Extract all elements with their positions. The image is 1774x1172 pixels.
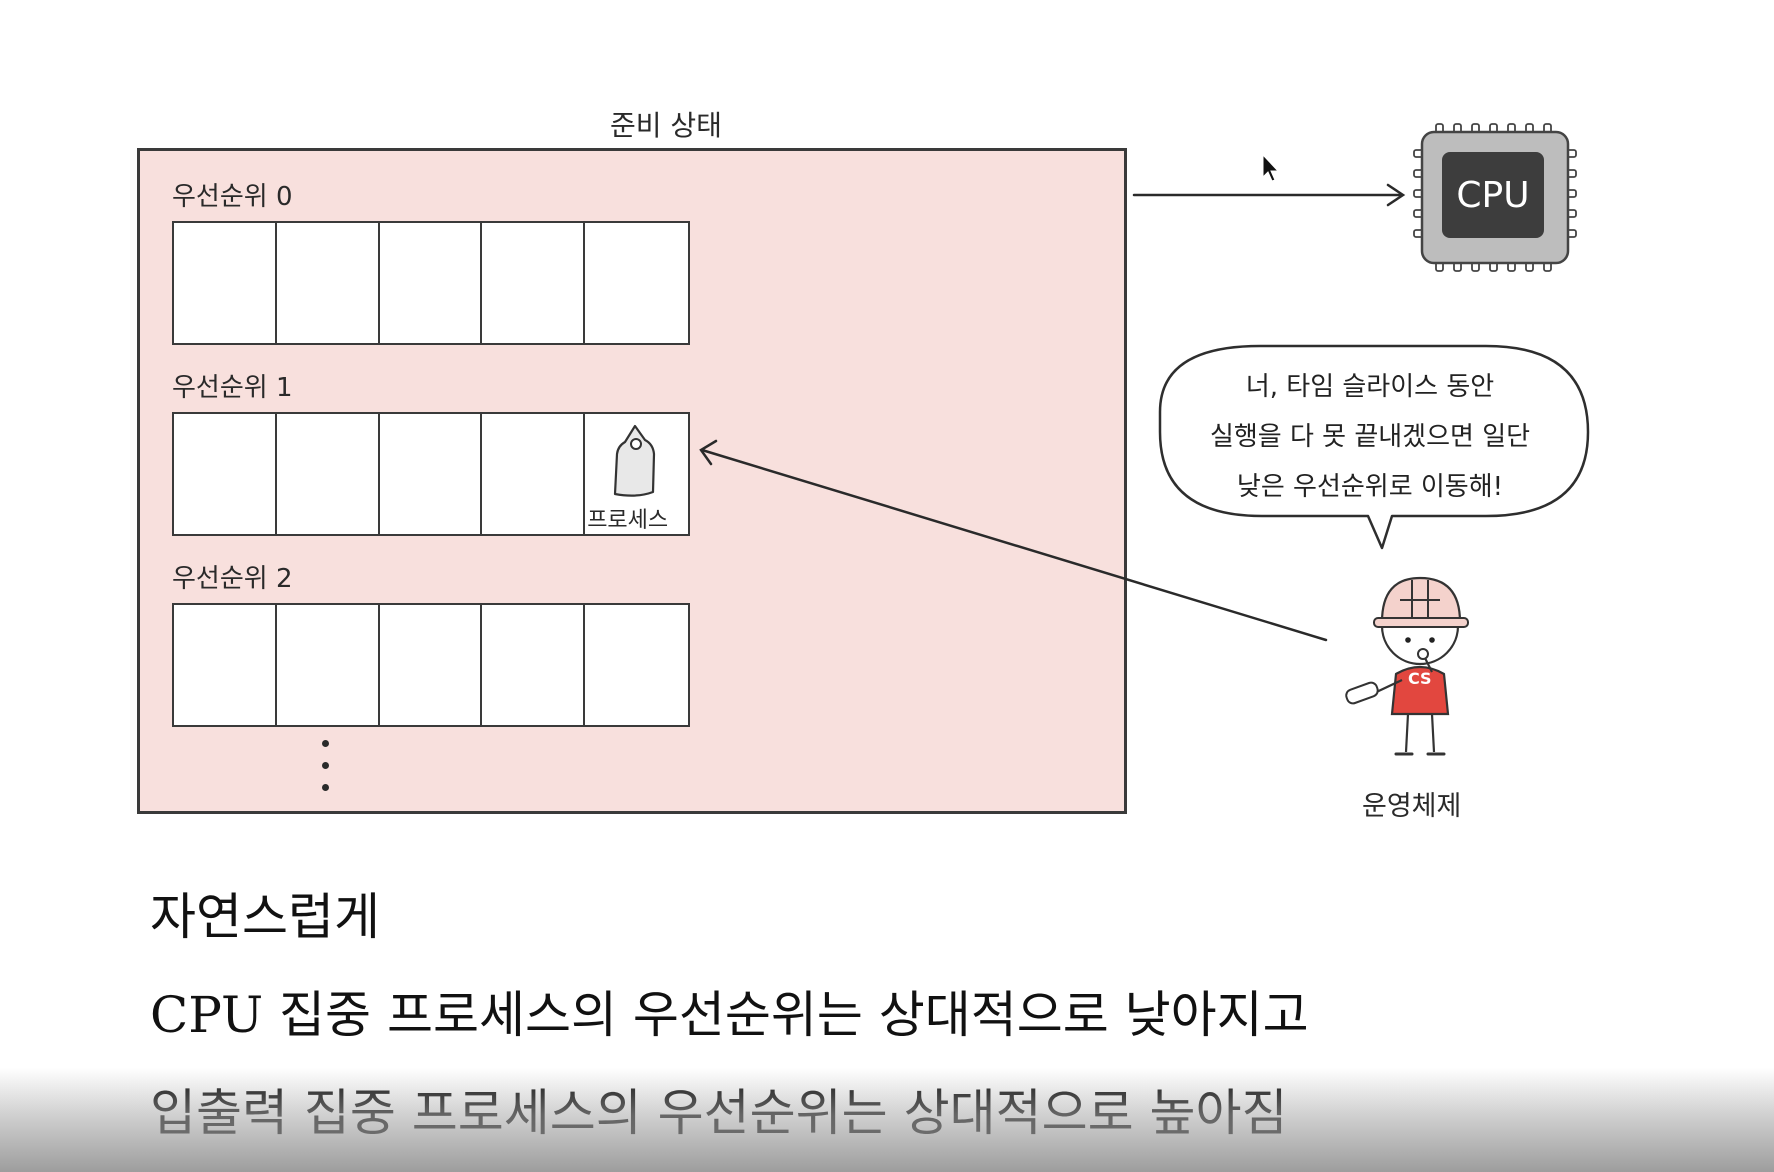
shirt-text: CS [1408, 669, 1432, 688]
os-character-illustration: CS [1345, 576, 1469, 756]
queue-cell [585, 605, 688, 725]
priority-1-queue: 프로세스 [172, 412, 690, 536]
queue-cell [482, 223, 586, 343]
queue-cell [585, 223, 688, 343]
caption-line-3: 입출력 집중 프로세스의 우선순위는 상대적으로 높아짐 [150, 1084, 1288, 1142]
queue-cell [174, 605, 277, 725]
priority-0-label: 우선순위 0 [172, 182, 293, 212]
speech-line-3: 낮은 우선순위로 이동해! [1236, 472, 1504, 502]
cursor-icon [1262, 153, 1280, 182]
queue-cell [380, 223, 483, 343]
os-label: 운영체제 [1362, 791, 1462, 822]
process-tag-icon [614, 424, 656, 497]
queue-cell [380, 605, 483, 725]
speech-bubble-text: 너, 타임 슬라이스 동안 실행을 다 못 끝내겠으면 일단 낮은 우선순위로 … [1170, 362, 1570, 512]
ready-state-title: 준비 상태 [610, 109, 722, 142]
caption-block: 자연스럽게 CPU 집중 프로세스의 우선순위는 상대적으로 낮아지고 입출력 … [150, 868, 1309, 1162]
caption-line-2: CPU 집중 프로세스의 우선순위는 상대적으로 낮아지고 [150, 986, 1309, 1044]
queue-cell [482, 605, 586, 725]
queue-cell [174, 414, 277, 534]
arrow-to-cpu [1132, 183, 1406, 207]
queue-cell [482, 414, 586, 534]
cpu-label: CPU [1442, 152, 1544, 238]
speech-line-2: 실행을 다 못 끝내겠으면 일단 [1209, 422, 1531, 452]
queue-cell [277, 223, 380, 343]
priority-0-queue [172, 221, 690, 345]
priority-1-label: 우선순위 1 [172, 373, 293, 403]
queue-cell [277, 605, 380, 725]
queue-cell [380, 414, 483, 534]
process-label: 프로세스 [587, 508, 669, 533]
priority-2-queue [172, 603, 690, 727]
priority-2-label: 우선순위 2 [172, 564, 293, 594]
cpu-chip-icon: CPU [1410, 118, 1580, 278]
caption-line-1: 자연스럽게 [150, 888, 380, 946]
queue-cell-with-process: 프로세스 [585, 414, 688, 534]
queue-cell [174, 223, 277, 343]
speech-line-1: 너, 타임 슬라이스 동안 [1245, 372, 1495, 402]
more-queues-ellipsis [322, 740, 329, 806]
queue-cell [277, 414, 380, 534]
